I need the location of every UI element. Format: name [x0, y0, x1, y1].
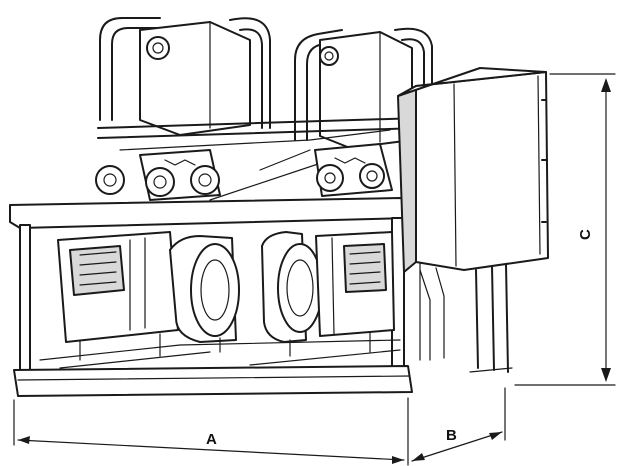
compressor-left: [57, 231, 240, 361]
dimension-c: C: [577, 78, 611, 382]
arrowhead-icon: [601, 78, 611, 92]
compressor-right: [261, 231, 395, 357]
arrowhead-icon: [601, 368, 611, 382]
base-frame: [9, 197, 421, 397]
dimension-b: B: [411, 427, 503, 462]
dimension-a: A: [17, 431, 405, 464]
arrowhead-icon: [489, 432, 502, 440]
valve-assembly-left: [95, 149, 221, 201]
valve-assembly-right: [314, 143, 393, 197]
electrical-cabinet: [397, 67, 549, 373]
dimension-b-label: B: [446, 427, 457, 444]
arrowhead-icon: [18, 436, 30, 444]
dimension-a-label: A: [206, 431, 217, 448]
arrowhead-icon: [392, 456, 404, 464]
manifold-rail: [97, 117, 421, 201]
receiver-tank-left: [99, 17, 271, 136]
dimension-extension-lines: [13, 73, 616, 466]
dimension-c-label: C: [577, 229, 594, 240]
arrowhead-icon: [412, 453, 425, 461]
